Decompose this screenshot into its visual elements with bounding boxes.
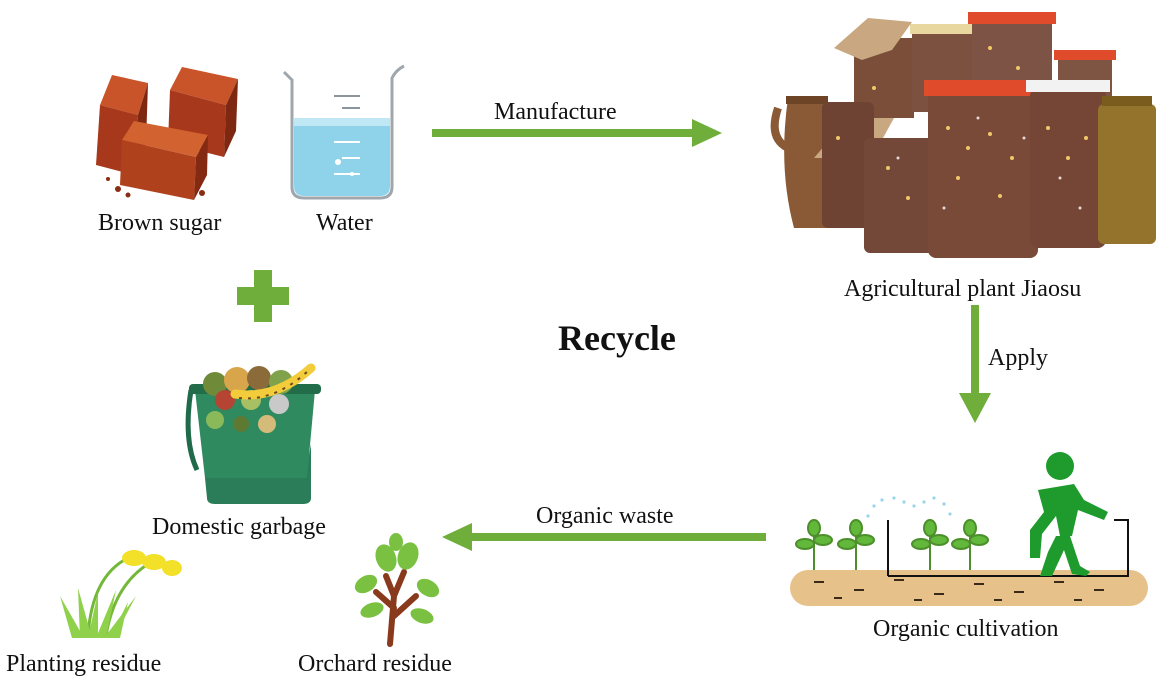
jiaosu-label: Agricultural plant Jiaosu — [844, 276, 1082, 302]
jiaosu-jars-icon — [770, 12, 1156, 258]
garbage-bin-icon — [185, 363, 321, 504]
beaker-icon — [282, 64, 405, 200]
manufacture-arrow — [432, 119, 722, 147]
manufacture-label: Manufacture — [494, 99, 617, 125]
cultivation-icon — [790, 452, 1148, 606]
apply-arrow — [959, 305, 991, 423]
cycle-title: Recycle — [558, 318, 676, 358]
garbage-label: Domestic garbage — [152, 514, 326, 540]
grass-flower-icon — [60, 550, 182, 638]
plus-icon — [237, 270, 289, 322]
brown-sugar-label: Brown sugar — [98, 210, 222, 236]
planting-residue-label: Planting residue — [6, 651, 162, 677]
orchard-residue-label: Orchard residue — [298, 651, 452, 677]
brown-sugar-icon — [96, 67, 238, 200]
apply-label: Apply — [988, 345, 1048, 371]
cultivation-label: Organic cultivation — [873, 616, 1059, 642]
water-label: Water — [316, 210, 373, 236]
tree-icon — [354, 533, 440, 647]
organic-waste-arrow — [442, 523, 766, 551]
organic-waste-label: Organic waste — [536, 503, 674, 529]
